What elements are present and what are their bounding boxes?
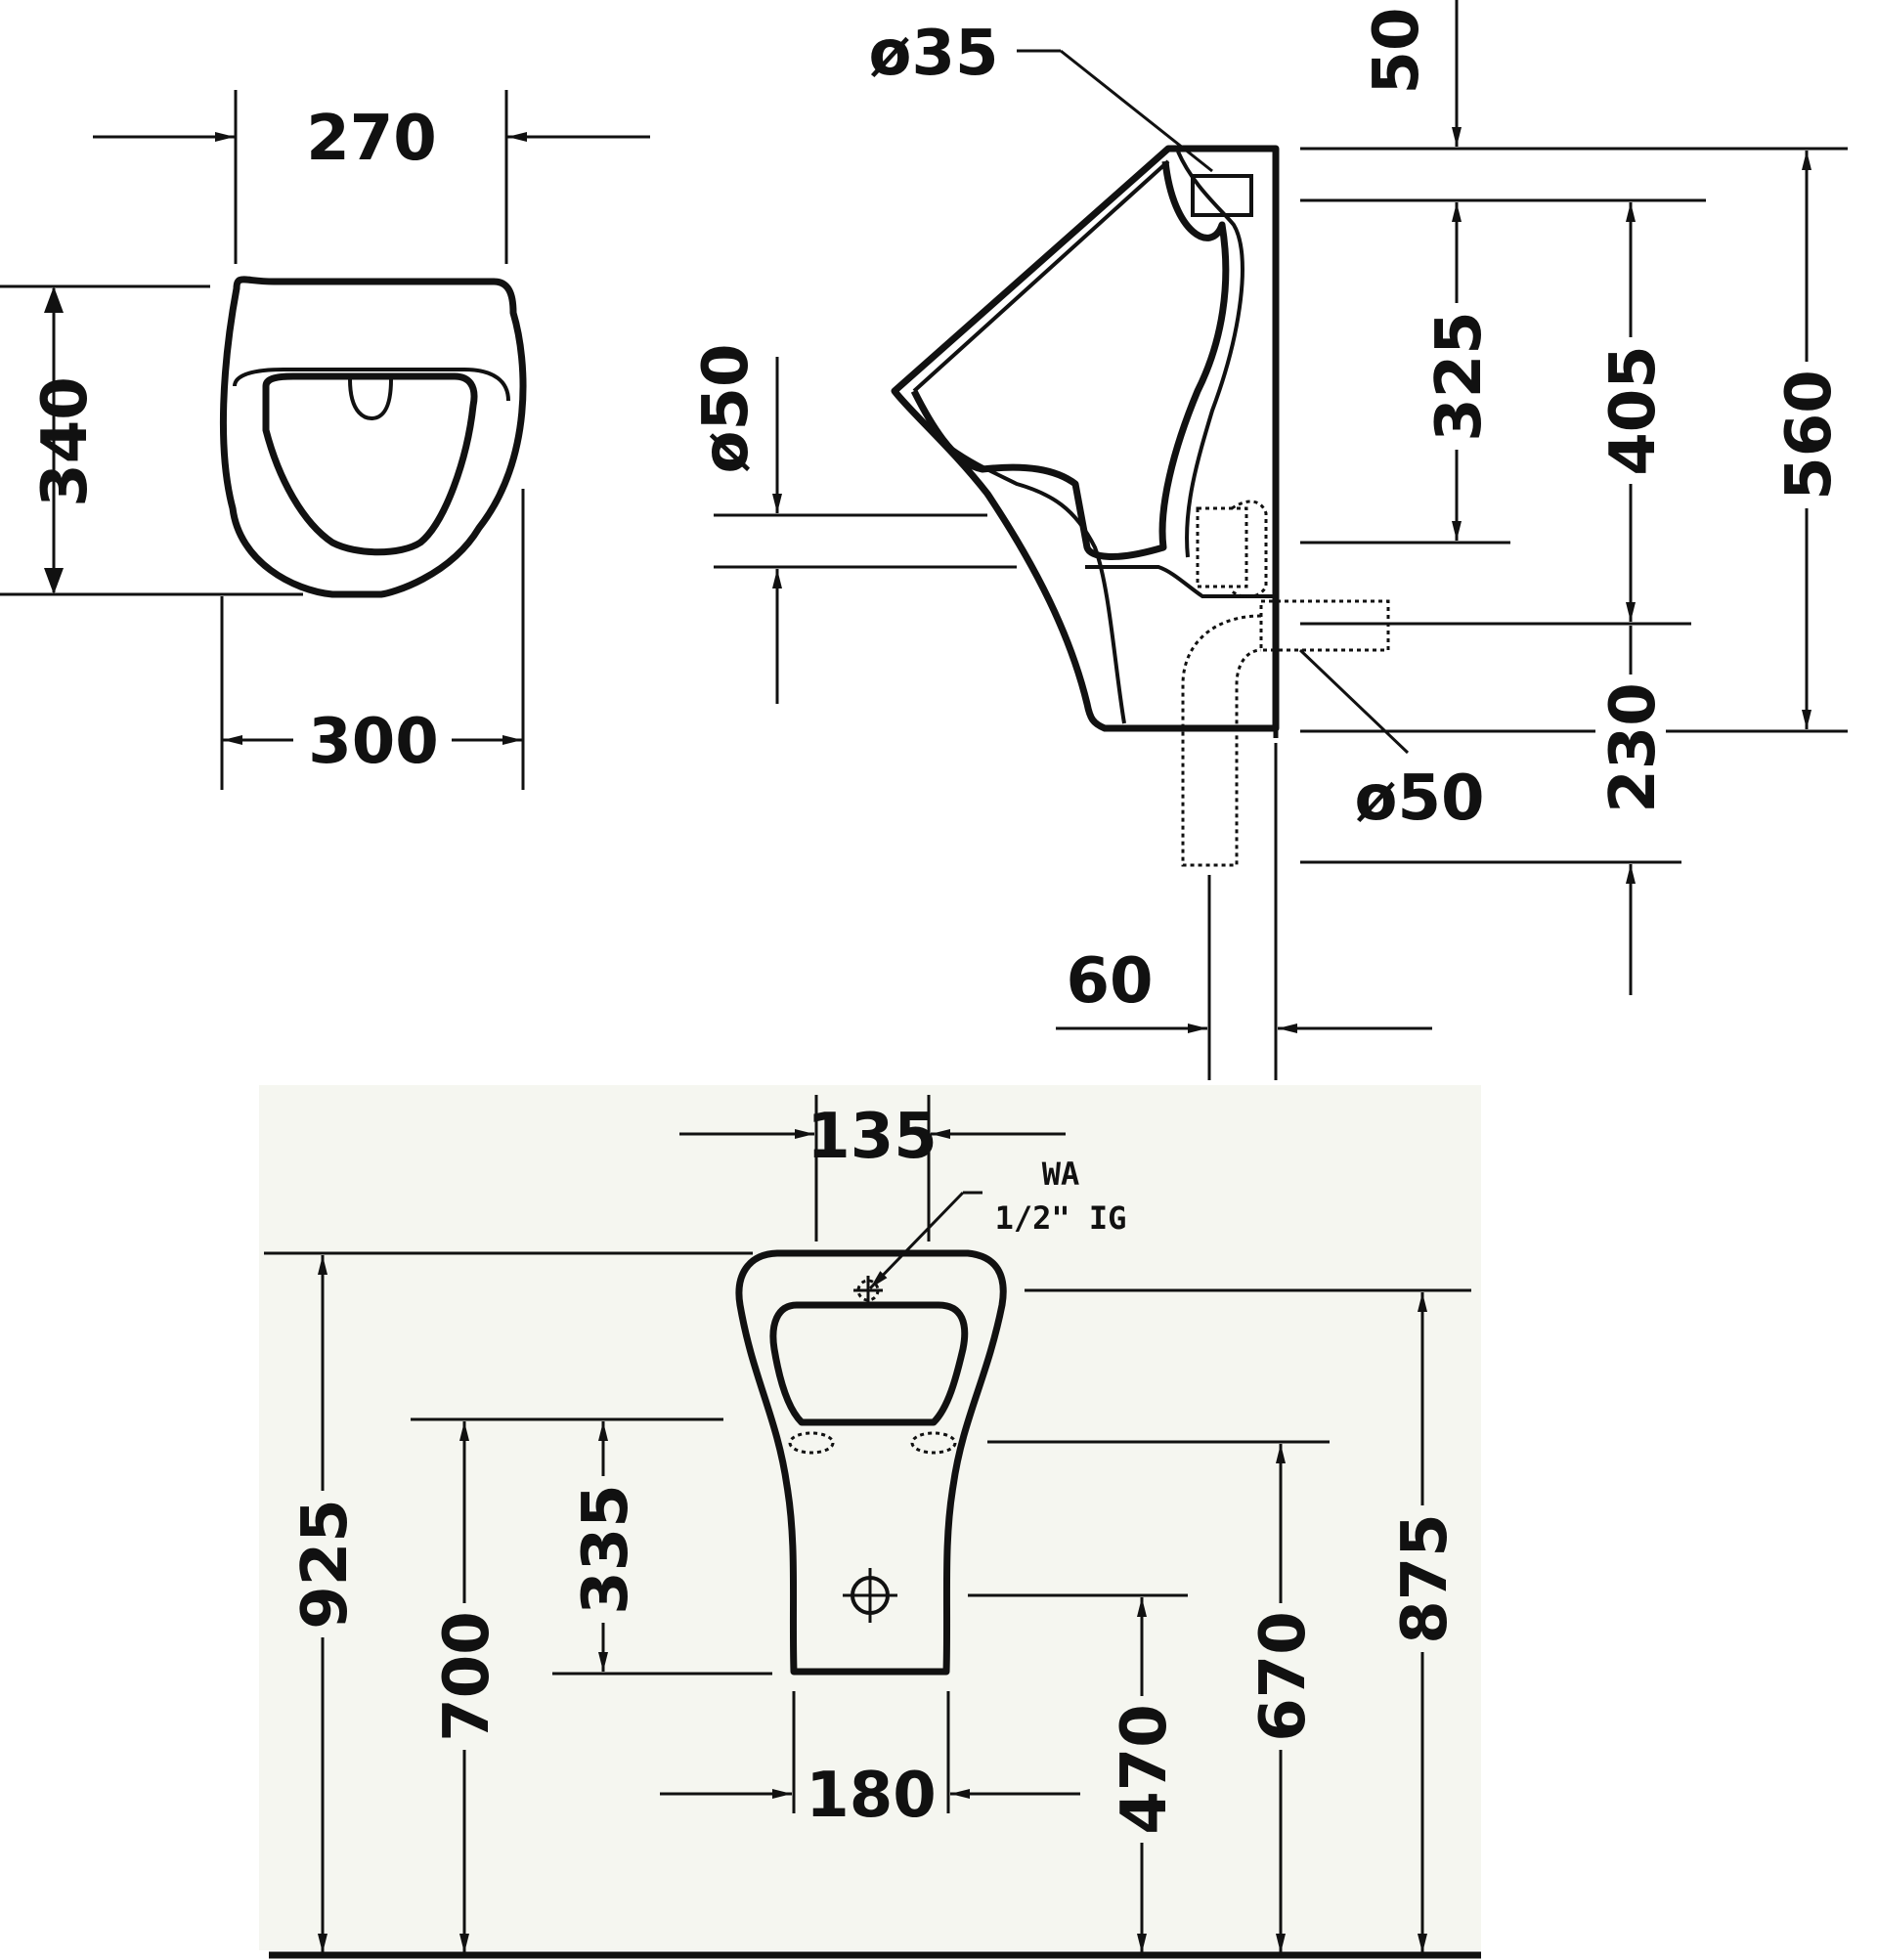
dim-label-bg — [1388, 1505, 1457, 1652]
dim-label-bg — [1596, 337, 1665, 484]
dim-label-300: 300 — [308, 706, 439, 778]
dim-label-135: 135 — [807, 1101, 938, 1173]
note-water-inlet-size: 1/2" IG — [995, 1199, 1127, 1237]
top-view-bowl-outer — [219, 276, 527, 598]
dim-label-bg — [1595, 675, 1666, 821]
dim-label-bg — [569, 1476, 637, 1623]
side-view-body-front — [893, 389, 1126, 724]
side-view: ø35 50 325 405 560 ø50 ø50 — [690, 0, 1848, 1080]
dim-label-dia-50-inlet: ø50 — [690, 343, 763, 473]
dim-label-875: 875 — [1389, 1513, 1462, 1644]
side-view-inlet-fitting — [1191, 174, 1253, 217]
dim-label-700: 700 — [431, 1611, 503, 1742]
dim-label-325: 325 — [1423, 311, 1496, 442]
side-view-vertical-outlet — [1181, 614, 1262, 867]
front-view-fixing-slot-right — [910, 1431, 957, 1455]
dim-label-470: 470 — [1109, 1704, 1181, 1835]
dim-label-dia-50-outlet: ø50 — [1354, 762, 1484, 835]
dim-label-50: 50 — [1361, 7, 1433, 94]
dim-label-bg — [1422, 303, 1491, 450]
note-water-inlet-wa: WA — [1042, 1155, 1080, 1193]
side-view-horizontal-outlet — [1259, 599, 1390, 652]
dim-label-230: 230 — [1597, 682, 1670, 813]
dim-label-405: 405 — [1597, 345, 1670, 476]
dim-label-560: 560 — [1773, 370, 1846, 501]
side-view-outlet-connector — [1196, 506, 1248, 588]
top-view-inlet-notch — [348, 378, 393, 421]
front-view: 135 WA 1/2" IG 925 700 335 180 470 — [264, 1095, 1481, 1959]
dim-label-670: 670 — [1247, 1611, 1320, 1742]
front-view-body — [735, 1249, 1007, 1676]
dim-label-270: 270 — [306, 103, 437, 175]
dim-label-bg — [288, 1491, 357, 1637]
top-view-bowl-rim — [233, 368, 510, 402]
side-view-bowl-rim — [912, 159, 1170, 393]
dim-label-dia-35: ø35 — [868, 18, 998, 90]
dim-label-bg — [430, 1603, 499, 1750]
dim-label-180: 180 — [806, 1760, 937, 1832]
dim-arrowhead — [44, 568, 64, 594]
side-view-flush-channel — [1176, 151, 1244, 558]
leader-line — [1060, 49, 1213, 173]
side-view-outlet-seal — [1231, 500, 1268, 598]
dim-label-bg — [1108, 1696, 1176, 1843]
front-view-fixing-slot-left — [788, 1431, 835, 1455]
dim-arrowhead — [44, 286, 64, 313]
dim-label-340: 340 — [29, 376, 102, 507]
dim-label-bg — [1771, 362, 1842, 508]
leader-line — [1298, 648, 1410, 755]
dim-label-bg — [1246, 1603, 1315, 1750]
dim-label-335: 335 — [570, 1484, 642, 1615]
dim-label-60: 60 — [1066, 945, 1153, 1018]
top-view-bowl-inner — [262, 372, 478, 556]
side-view-bowl — [910, 160, 1230, 560]
dim-label-925: 925 — [289, 1499, 362, 1630]
front-view-bowl-opening — [769, 1301, 969, 1426]
side-view-trap — [1085, 565, 1276, 598]
top-view: 270 340 300 — [0, 90, 650, 790]
leader-line — [868, 1191, 965, 1290]
